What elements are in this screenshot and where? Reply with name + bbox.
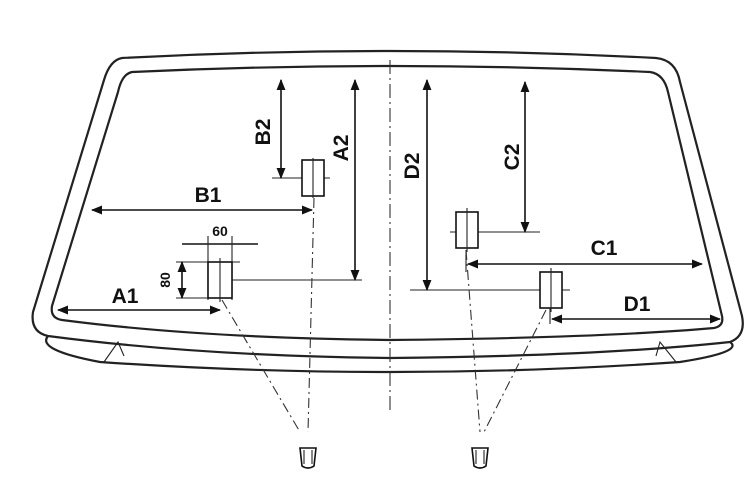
label-c2: C2 (501, 144, 524, 171)
lower-trim (45, 335, 734, 374)
label-width: 60 (212, 223, 228, 239)
label-c1: C1 (591, 237, 618, 260)
label-a2: A2 (330, 135, 353, 162)
clip-leader (465, 249, 481, 433)
mirror-clip-icon (299, 447, 317, 469)
label-a1: A1 (112, 285, 139, 308)
label-b2: B2 (252, 119, 275, 146)
windshield-inner-edge (50, 64, 724, 342)
windshield-outer-frame (31, 49, 744, 360)
trim-right-tab (655, 340, 677, 363)
mirror-clip-icon (471, 447, 489, 469)
label-height: 80 (157, 272, 173, 288)
trim-left-tab (103, 340, 125, 363)
clip-leader (221, 299, 301, 433)
label-d2: D2 (401, 153, 424, 180)
label-d1: D1 (624, 293, 651, 316)
label-b1: B1 (195, 184, 222, 207)
clip-leader (483, 309, 547, 433)
clip-leader (307, 197, 315, 433)
